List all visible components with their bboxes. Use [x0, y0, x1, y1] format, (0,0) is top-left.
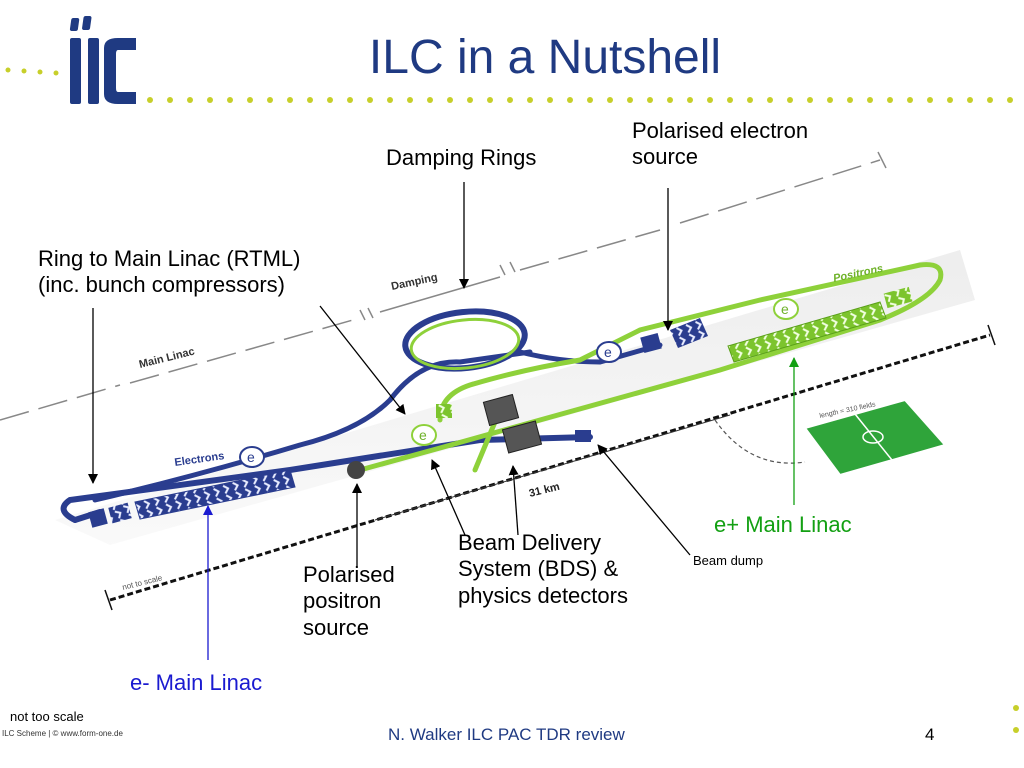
- dimension-lines: [0, 151, 996, 611]
- e-minus-linac-module: [134, 469, 296, 520]
- polarised-electron-source-module: [640, 318, 708, 354]
- callout-polarised-positron-source: Polarised positron source: [303, 562, 395, 641]
- callout-polarised-electron-source: Polarised electron source: [632, 118, 808, 171]
- callout-damping-rings: Damping Rings: [386, 145, 537, 170]
- svg-text:e: e: [247, 449, 255, 465]
- callout-line: source: [303, 614, 370, 640]
- slide-title: ILC in a Nutshell: [368, 31, 722, 84]
- label-not-to-scale: not to scale: [121, 573, 163, 592]
- footer-author: N. Walker ILC PAC TDR review: [388, 725, 625, 744]
- callout-beam-delivery: Beam Delivery System (BDS) & physics det…: [458, 530, 628, 609]
- e-minus-badge-1: e: [239, 446, 265, 468]
- label-31km: 31 km: [528, 481, 561, 500]
- callout-line: Ring to Main Linac (RTML): [38, 246, 301, 271]
- svg-text:e: e: [604, 344, 612, 360]
- e-minus-linac-block-1: [88, 508, 108, 528]
- header-dots: [5, 67, 1019, 733]
- callout-line: Beam Delivery: [458, 530, 602, 555]
- credit-text: ILC Scheme | © www.form-one.de: [2, 729, 123, 738]
- label-damping: Damping: [390, 271, 439, 293]
- callout-e-minus-main-linac: e- Main Linac: [130, 670, 263, 695]
- e-minus-badge-2: e: [596, 341, 622, 363]
- positron-source-target: [347, 461, 365, 479]
- svg-text:e: e: [419, 427, 427, 443]
- callout-arrows: [88, 182, 799, 660]
- e-minus-linac-block-2: [108, 502, 132, 524]
- rtml-module: [436, 404, 452, 418]
- callout-line: physics detectors: [458, 582, 628, 608]
- beam-dump-block: [575, 430, 591, 442]
- svg-text:e: e: [781, 301, 789, 317]
- callout-line: (inc. bunch compressors): [38, 272, 285, 298]
- callout-line: Polarised: [303, 562, 395, 587]
- callout-beam-dump: Beam dump: [693, 553, 764, 568]
- callout-rtml: Ring to Main Linac (RTML) (inc. bunch co…: [38, 246, 300, 299]
- ilc-logo: [69, 16, 136, 104]
- callout-line: positron: [303, 588, 382, 614]
- page-number: 4: [925, 725, 935, 744]
- callout-line: source: [632, 144, 699, 170]
- electron-beamline: [60, 308, 663, 523]
- e-plus-linac-block: [883, 286, 913, 309]
- e-plus-linac-module: [727, 301, 887, 363]
- note-not-too-scale: not too scale: [10, 709, 84, 724]
- callout-line: Polarised electron: [632, 118, 809, 143]
- detectors: [482, 393, 543, 454]
- e-plus-badge-1: e: [411, 424, 437, 446]
- callout-e-plus-main-linac: e+ Main Linac: [714, 512, 852, 537]
- e-plus-badge-2: e: [773, 298, 799, 320]
- callout-line: System (BDS) &: [458, 556, 619, 582]
